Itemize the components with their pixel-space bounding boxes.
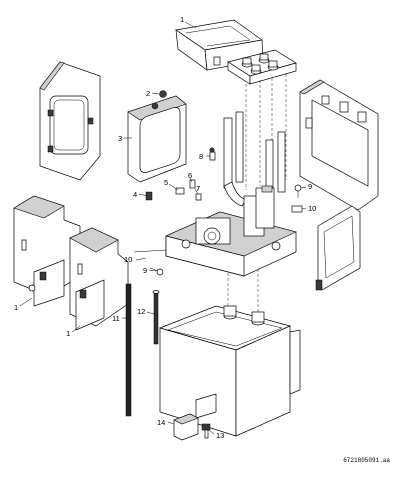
hydraulic-base <box>165 185 297 277</box>
callout-10-left: 10 <box>124 255 132 264</box>
junction-box <box>173 413 199 441</box>
small-parts <box>175 147 216 201</box>
callout-12: 12 <box>137 307 145 316</box>
right-side-frame <box>299 79 379 211</box>
callout-10-right: 10 <box>308 204 316 213</box>
reference-code: 6721805091.aa <box>343 457 390 464</box>
callout-9-left: 9 <box>143 266 147 275</box>
callout-9-right: 9 <box>308 182 312 191</box>
hose <box>145 191 215 206</box>
callout-8: 8 <box>199 152 203 161</box>
vertical-pipes <box>223 111 286 207</box>
front-cover-left <box>13 195 81 307</box>
callout-13: 13 <box>216 431 224 440</box>
callout-11: 11 <box>112 314 120 323</box>
storage-tank <box>158 305 301 437</box>
callout-2: 2 <box>146 89 150 98</box>
rod <box>125 283 132 417</box>
callout-labels: 1 2 3 4 5 6 7 8 9 10 10 9 1 1 11 12 14 1… <box>14 15 316 440</box>
tube <box>152 290 160 345</box>
left-side-panel <box>39 61 101 181</box>
drain-fitting <box>201 423 211 439</box>
callout-14: 14 <box>157 418 165 427</box>
callout-3: 3 <box>118 134 122 143</box>
callout-1-right: 1 <box>66 329 70 338</box>
callout-4: 4 <box>133 190 137 199</box>
callout-1-left: 1 <box>14 303 18 312</box>
leader-lines <box>19 21 307 435</box>
callout-7: 7 <box>196 184 200 193</box>
callout-6: 6 <box>188 171 192 180</box>
screw <box>151 90 167 98</box>
callout-1-top: 1 <box>180 15 184 24</box>
right-narrow-panel <box>315 205 361 291</box>
sensor-right <box>291 184 303 213</box>
sensor-left <box>133 249 167 276</box>
callout-5: 5 <box>164 178 168 187</box>
top-plate <box>227 49 297 85</box>
control-box <box>127 95 187 183</box>
front-cover-right <box>69 227 129 331</box>
